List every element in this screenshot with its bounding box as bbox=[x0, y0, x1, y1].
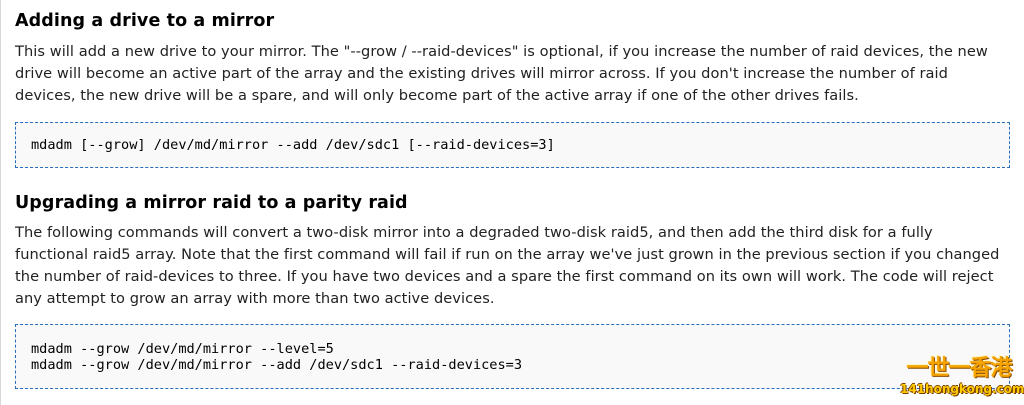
code-block-add-drive[interactable]: mdadm [--grow] /dev/md/mirror --add /dev… bbox=[15, 122, 1010, 168]
code-block-upgrade-raid5[interactable]: mdadm --grow /dev/md/mirror --level=5 md… bbox=[15, 324, 1010, 389]
section-heading-adding-drive: Adding a drive to a mirror bbox=[15, 11, 275, 31]
section-paragraph-upgrading-mirror: The following commands will convert a tw… bbox=[15, 224, 1000, 307]
watermark-url-text: 141hongkong.com bbox=[900, 382, 1024, 396]
page-left-border bbox=[0, 0, 1, 405]
section-paragraph-adding-drive: This will add a new drive to your mirror… bbox=[15, 43, 988, 104]
section-heading-upgrading-mirror: Upgrading a mirror raid to a parity raid bbox=[15, 193, 408, 213]
site-watermark-logo: 一世一香港 141hongkong.com bbox=[900, 356, 1024, 402]
watermark-chinese-text: 一世一香港 bbox=[906, 356, 1012, 381]
